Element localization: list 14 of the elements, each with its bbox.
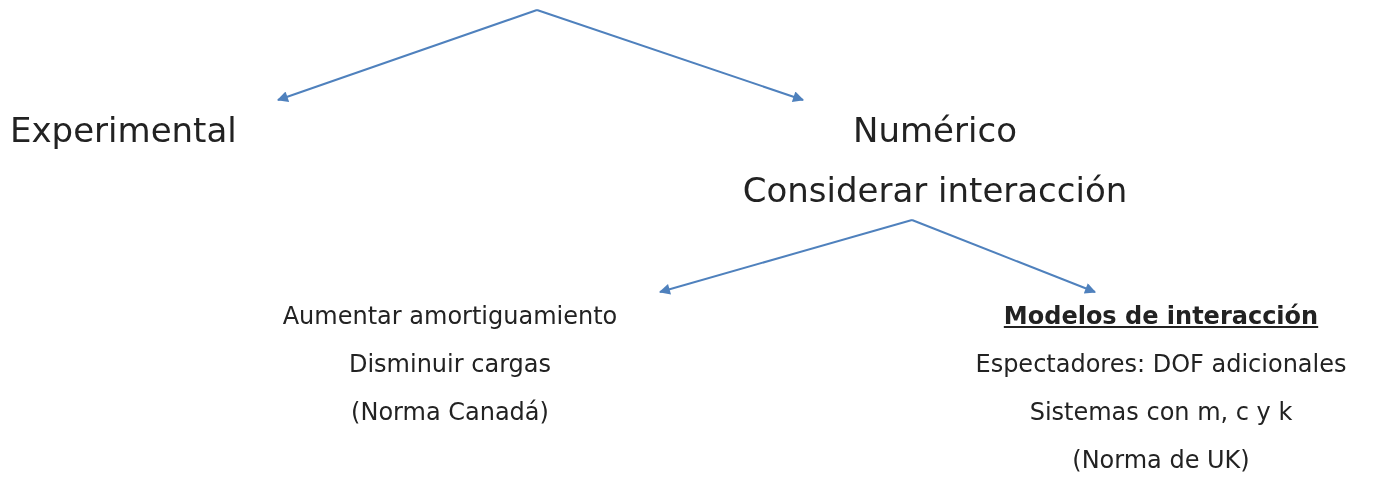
node-text: (Norma de UK) (1072, 445, 1250, 476)
node-text: Experimental (10, 109, 237, 152)
arrow (658, 219, 913, 295)
node-text: Disminuir cargas (348, 349, 552, 380)
node-text: Sistemas con m, c y k (1029, 397, 1293, 428)
arrow (536, 9, 805, 103)
arrow (911, 219, 1096, 294)
arrow (276, 9, 538, 102)
node-text: Numérico (853, 109, 1017, 152)
heading-text: Modelos de interacción (1003, 301, 1319, 332)
node-text: Espectadores: DOF adicionales (975, 349, 1347, 380)
node-text: (Norma Canadá) (351, 397, 549, 428)
node-text: Considerar interacción (742, 169, 1128, 212)
node-text: Aumentar amortiguamiento (282, 301, 618, 332)
